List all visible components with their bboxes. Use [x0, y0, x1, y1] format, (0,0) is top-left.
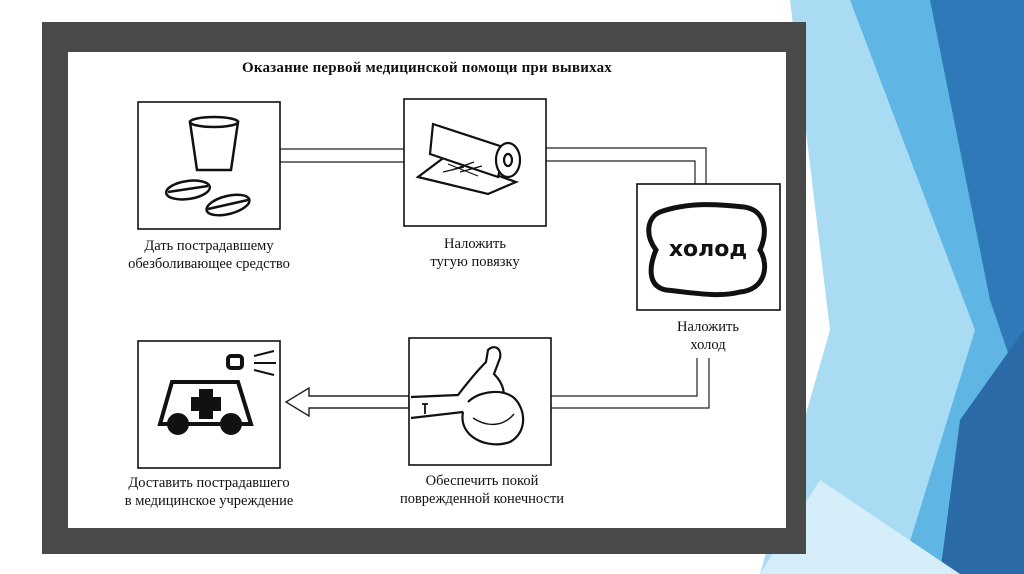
step-label-1-line1: Дать пострадавшему: [144, 238, 274, 254]
step-label-3: Наложить холод: [643, 318, 773, 354]
step-label-4-line2: поврежденной конечности: [399, 491, 565, 507]
background-shape-dark: [930, 0, 1024, 400]
bandage-roll-icon: [415, 122, 522, 196]
step-label-5-line2: в медицинское учреждение: [124, 493, 294, 509]
step-label-1-line2: обезболивающее средство: [128, 256, 290, 272]
background-shape-deep: [940, 330, 1024, 574]
step-label-4-line1: Обеспечить покой: [425, 473, 539, 489]
step-label-4: Обеспечить покой поврежденной конечности: [370, 472, 594, 508]
step-label-2-line2: тугую повязку: [430, 254, 520, 270]
step-label-5: Доставить пострадавшего в медицинское уч…: [84, 474, 334, 510]
cold-pack-icon: холод: [646, 202, 768, 298]
connector-1-2: [280, 148, 404, 163]
background-shape-bottom: [760, 480, 960, 574]
step-label-1: Дать пострадавшему обезболивающее средст…: [84, 237, 334, 273]
step-label-2: Наложить тугую повязку: [375, 235, 575, 271]
connector-3-4: [551, 358, 710, 409]
cold-pack-icon-label: холод: [669, 237, 747, 262]
diagram-graphics: холод: [137, 98, 781, 469]
diagram-title: Оказание первой медицинской помощи при в…: [241, 60, 613, 76]
step-label-5-line1: Доставить пострадавшего: [128, 475, 290, 491]
connector-2-3: [546, 147, 707, 184]
immobilized-limb-icon: [410, 346, 525, 446]
step-label-3-line2: холод: [690, 337, 726, 353]
pills-and-cup-icon: [164, 115, 251, 217]
ambulance-icon: [157, 350, 276, 435]
step-label-2-line1: Наложить: [444, 236, 506, 252]
step-label-3-line1: Наложить: [677, 319, 739, 335]
arrow-4-5: [284, 386, 410, 418]
diagram-panel: холод Оказание первой медицинской помощи…: [68, 52, 786, 528]
